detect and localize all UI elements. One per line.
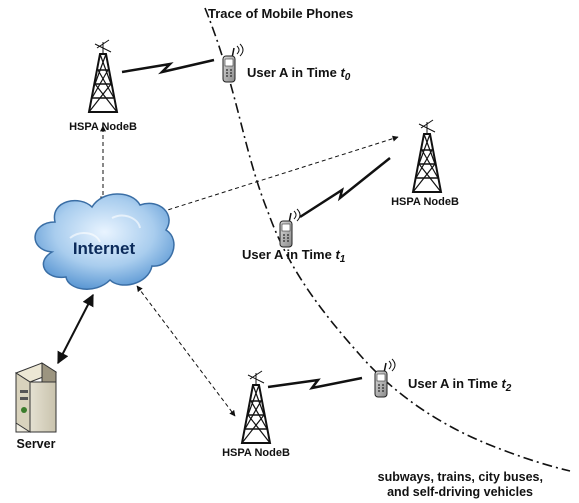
tower-bottom-icon (241, 370, 271, 444)
phone-t0-icon (222, 43, 244, 83)
internet-cloud: Internet (34, 193, 175, 290)
phone-t2-icon (374, 358, 396, 398)
phone-t1-icon (279, 208, 301, 248)
link-internet-topright-node (154, 135, 399, 216)
wireless-link-t0 (121, 58, 215, 75)
user-t0-label: User A in Time t0 (247, 65, 351, 83)
tower-topleft-icon (88, 39, 118, 113)
link-internet-bottom-node (136, 285, 236, 417)
user-t1-label: User A in Time t1 (242, 247, 346, 265)
node-bottom-label: HSPA NodeB (222, 447, 290, 459)
server-icon (14, 362, 58, 433)
wireless-link-t2 (267, 376, 363, 390)
server-label: Server (17, 437, 56, 451)
tower-topright-icon (412, 119, 442, 193)
user-t2-label: User A in Time t2 (408, 376, 512, 394)
vehicles-line-2: and self-driving vehicles (387, 485, 533, 499)
trace-title: Trace of Mobile Phones (208, 6, 353, 21)
link-server-internet (57, 293, 94, 365)
vehicles-line-1: subways, trains, city buses, (378, 470, 543, 484)
wireless-link-t1 (299, 157, 391, 219)
internet-label: Internet (73, 239, 136, 258)
node-topleft-label: HSPA NodeB (69, 121, 137, 133)
node-topright-label: HSPA NodeB (391, 196, 459, 208)
